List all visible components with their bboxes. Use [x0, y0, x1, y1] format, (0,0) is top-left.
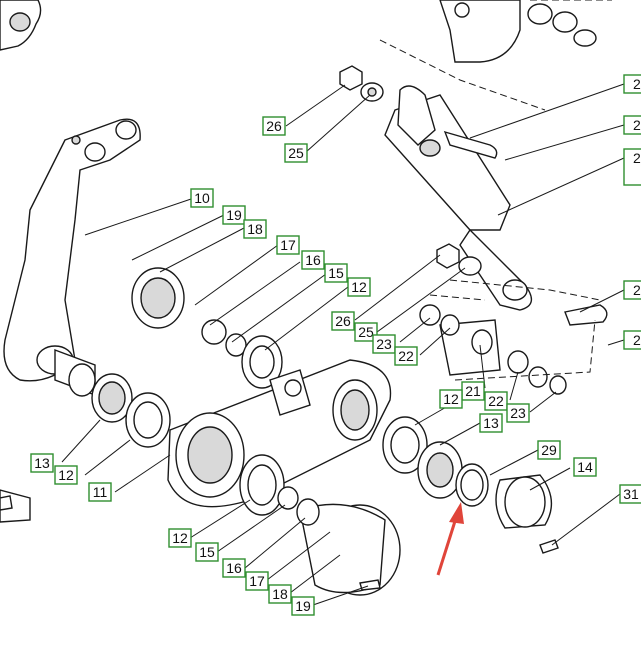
callout-text: 2 [633, 150, 641, 166]
callout-13-left: 13 [30, 453, 54, 473]
callout-text: 14 [577, 459, 593, 475]
callout-text: 2 [633, 282, 641, 298]
callout-14: 14 [573, 457, 597, 477]
partial-part-top-left [0, 0, 42, 51]
callout-12-lower: 12 [168, 528, 192, 548]
end-cover [277, 486, 401, 596]
callout-26-upper: 26 [262, 116, 286, 136]
callout-13-right: 13 [479, 413, 503, 433]
callout-text: 22 [488, 393, 504, 409]
callout-17-lower: 17 [245, 571, 269, 591]
callout-2-edge-5: 2 [623, 330, 641, 350]
callout-23-right: 23 [506, 403, 530, 423]
callout-text: 22 [398, 348, 414, 364]
callout-18-upper: 18 [243, 219, 267, 239]
callout-22-left: 22 [394, 346, 418, 366]
callout-29: 29 [537, 440, 561, 460]
callout-text: 26 [266, 118, 282, 134]
callout-2-edge-3: 2 [623, 148, 641, 186]
callout-25-lower: 25 [354, 322, 378, 342]
callout-16-lower: 16 [222, 558, 246, 578]
callout-text: 18 [272, 586, 288, 602]
callout-25-upper: 25 [284, 143, 308, 163]
callout-31: 31 [619, 484, 641, 504]
callout-text: 31 [623, 486, 639, 502]
callout-text: 16 [305, 252, 321, 268]
callout-11: 11 [88, 482, 112, 502]
callout-15-upper: 15 [324, 263, 348, 283]
callout-text: 19 [226, 207, 242, 223]
highlight-arrow-icon [436, 502, 464, 576]
callout-text: 12 [172, 530, 188, 546]
callout-text: 19 [295, 598, 311, 614]
callout-text: 2 [633, 117, 641, 133]
callout-22-right: 22 [484, 391, 508, 411]
right-bearings [382, 294, 596, 554]
callout-2-edge-4: 2 [623, 280, 641, 300]
callout-text: 17 [249, 573, 265, 589]
callout-10: 10 [190, 188, 214, 208]
callout-text: 15 [328, 265, 344, 281]
left-bearings [91, 267, 283, 448]
callout-text: 29 [541, 442, 557, 458]
callout-text: 23 [510, 405, 526, 421]
callout-text: 17 [280, 237, 296, 253]
callout-text: 12 [351, 279, 367, 295]
lever-arm [339, 65, 608, 326]
upper-bracket [379, 0, 612, 111]
callout-labels: 26 25 10 19 18 17 16 15 12 26 25 23 22 2… [30, 74, 641, 616]
callout-text: 10 [194, 190, 210, 206]
callout-text: 25 [358, 324, 374, 340]
callout-text: 18 [247, 221, 263, 237]
leader-lines [61, 83, 625, 606]
callout-2-edge-1: 2 [623, 74, 641, 94]
callout-17-upper: 17 [276, 235, 300, 255]
callout-12-upper: 12 [347, 277, 371, 297]
callout-text: 16 [226, 560, 242, 576]
callout-text: 15 [199, 544, 215, 560]
callout-19-upper: 19 [222, 205, 246, 225]
callout-23-left: 23 [372, 334, 396, 354]
callout-text: 2 [633, 332, 641, 348]
callout-text: 13 [34, 455, 50, 471]
partial-plate-bottom-left [0, 489, 31, 523]
callout-16-upper: 16 [301, 250, 325, 270]
callout-text: 12 [443, 391, 459, 407]
callout-text: 23 [376, 336, 392, 352]
callout-26-lower: 26 [331, 311, 355, 331]
callout-text: 11 [93, 484, 108, 500]
callout-text: 25 [288, 145, 304, 161]
callout-text: 2 [633, 76, 641, 92]
callout-12-left: 12 [54, 465, 78, 485]
callout-19-lower: 19 [291, 596, 315, 616]
swing-housing [167, 359, 392, 516]
callout-21: 21 [461, 381, 485, 401]
callout-12-right: 12 [439, 389, 463, 409]
callout-15-lower: 15 [195, 542, 219, 562]
callout-text: 26 [335, 313, 351, 329]
callout-text: 21 [465, 383, 481, 399]
callout-2-edge-2: 2 [623, 115, 641, 135]
callout-18-lower: 18 [268, 584, 292, 604]
callout-text: 13 [483, 415, 499, 431]
callout-text: 12 [58, 467, 74, 483]
left-frame [3, 118, 141, 397]
